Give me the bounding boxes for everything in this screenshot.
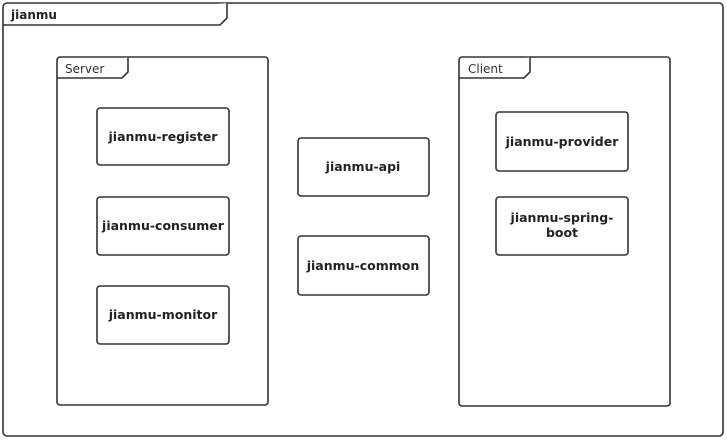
package-client-tab <box>459 57 531 79</box>
module-box <box>96 107 230 166</box>
package-client: Client jianmu-provider jianmu-spring-boo… <box>458 56 671 407</box>
module-jianmu-spring-boot[interactable]: jianmu-spring-boot <box>495 196 629 256</box>
module-jianmu-monitor[interactable]: jianmu-monitor <box>96 285 230 345</box>
module-box <box>96 285 230 345</box>
module-label-wrapped: jianmu-spring-boot <box>510 210 614 240</box>
module-box <box>96 196 230 256</box>
package-jianmu-tab <box>3 3 228 26</box>
module-jianmu-consumer[interactable]: jianmu-consumer <box>96 196 230 256</box>
module-label: jianmu-consumer <box>101 218 225 233</box>
package-server-tab <box>57 57 129 79</box>
module-label: jianmu-provider <box>505 134 620 149</box>
package-client-title: Client <box>468 62 503 76</box>
module-jianmu-api[interactable]: jianmu-api <box>297 137 430 197</box>
module-label: jianmu-register <box>108 129 219 144</box>
module-jianmu-register[interactable]: jianmu-register <box>96 107 230 166</box>
module-jianmu-provider[interactable]: jianmu-provider <box>495 111 629 172</box>
module-jianmu-common[interactable]: jianmu-common <box>297 235 430 296</box>
module-label: jianmu-monitor <box>108 307 218 322</box>
package-jianmu-title: jianmu <box>10 8 57 22</box>
module-box <box>495 196 629 256</box>
module-box <box>297 235 430 296</box>
package-server-title: Server <box>65 62 104 76</box>
module-box <box>495 111 629 172</box>
module-box <box>297 137 430 197</box>
package-server: Server jianmu-register jianmu-consumer j… <box>56 56 269 406</box>
module-label: jianmu-api <box>325 159 401 174</box>
module-label: jianmu-common <box>306 258 420 273</box>
